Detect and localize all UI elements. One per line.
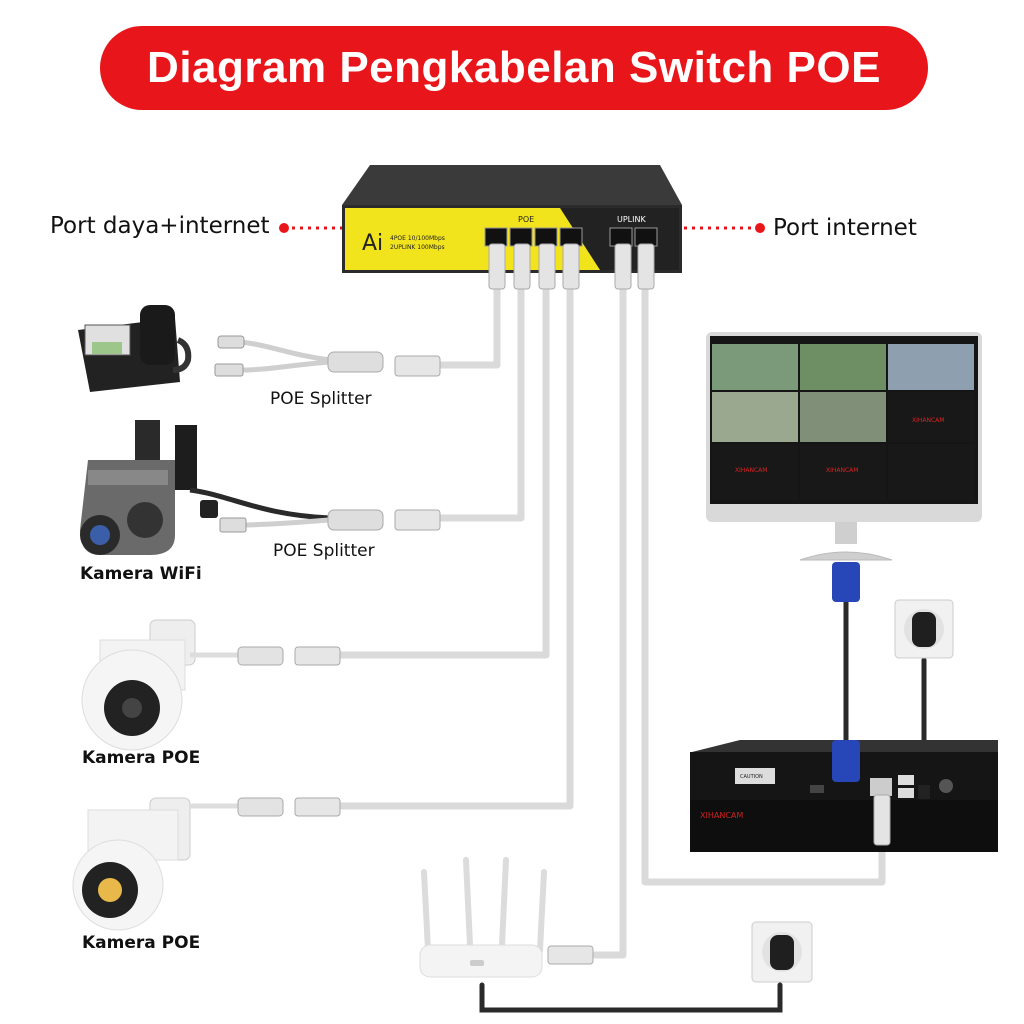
nvr-rj45-plug <box>873 794 891 846</box>
label-poe-splitter-2: POE Splitter <box>273 541 375 561</box>
switch-spec-1: 4POE 10/100Mbps <box>390 235 445 242</box>
router-power-cable <box>479 982 783 1013</box>
cable-camera-poe-1 <box>336 286 550 659</box>
poe-camera-2-illustration <box>72 797 341 931</box>
cable-splitter-1 <box>436 286 501 369</box>
cables <box>336 286 886 959</box>
label-camera-poe-2: Kamera POE <box>82 933 201 953</box>
label-camera-wifi: Kamera WiFi <box>80 564 202 584</box>
monitor-brand-1: XIHANCAM <box>912 417 944 424</box>
label-poe-splitter-1: POE Splitter <box>270 389 372 409</box>
poe-camera-1-illustration <box>81 619 341 751</box>
desk-phone-illustration <box>78 305 192 392</box>
wall-socket-2 <box>751 921 813 983</box>
switch-ports <box>484 227 658 247</box>
switch-spec-2: 2UPLINK 100Mbps <box>390 244 445 251</box>
poe-splitter-1-illustration <box>214 335 441 377</box>
switch-poe-label: POE <box>518 215 534 224</box>
label-port-power-internet: Port daya+internet <box>50 213 270 239</box>
nvr-brand: XIHANCAM <box>700 811 743 820</box>
switch-plugs <box>488 243 655 290</box>
port-indicator-line <box>279 223 765 233</box>
label-camera-poe-1: Kamera POE <box>82 748 201 768</box>
router-illustration <box>419 857 594 978</box>
poe-splitter-2-illustration <box>189 487 441 533</box>
cable-camera-poe-2 <box>336 286 574 810</box>
left-indicator-dot <box>279 223 289 233</box>
nvr-power-plug <box>918 785 930 799</box>
cable-splitter-2 <box>436 286 525 522</box>
monitor-brand-2: XIHANCAM <box>735 467 767 474</box>
nvr-caution: CAUTION <box>740 774 763 780</box>
vga-plug-top <box>832 562 860 602</box>
label-port-internet: Port internet <box>773 215 917 241</box>
poe-switch: Ai 4POE 10/100Mbps 2UPLINK 100Mbps POE U… <box>342 165 682 290</box>
cable-nvr <box>641 286 886 886</box>
monitor-brand-3: XIHANCAM <box>826 467 858 474</box>
monitor-illustration: XIHANCAM XIHANCAM XIHANCAM <box>706 332 982 561</box>
page-title: Diagram Pengkabelan Switch POE <box>100 26 928 110</box>
vga-plug-nvr <box>832 740 860 782</box>
right-indicator-dot <box>755 223 765 233</box>
monitor-video-tiles <box>712 344 974 500</box>
wall-socket-1 <box>894 599 954 659</box>
switch-uplink-label: UPLINK <box>617 215 646 224</box>
cable-router <box>591 286 627 959</box>
wifi-camera-illustration <box>80 420 197 555</box>
switch-brand: Ai <box>362 231 383 256</box>
